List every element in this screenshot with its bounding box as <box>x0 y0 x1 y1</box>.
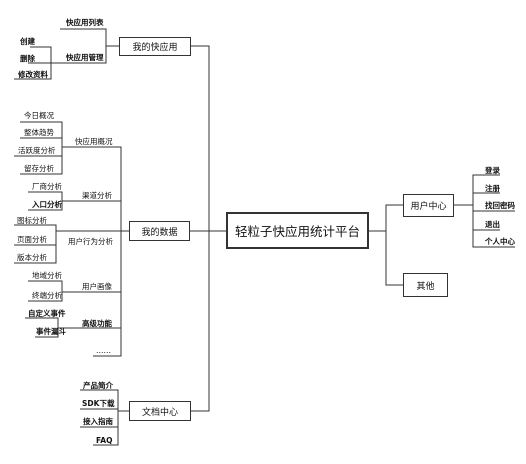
node-overall-trend: 整体趋势 <box>24 128 54 137</box>
node-app-list: 快应用列表 <box>66 18 104 27</box>
node-region-analysis: 地域分析 <box>32 271 62 280</box>
node-advanced-features: 高级功能 <box>82 319 112 328</box>
node-edit-profile: 修改资料 <box>18 70 48 79</box>
node-integration-guide: 接入指南 <box>83 417 113 426</box>
node-entry-analysis: 入口分析 <box>32 200 62 209</box>
node-login: 登录 <box>485 166 500 175</box>
node-channel-analysis: 渠道分析 <box>82 191 112 200</box>
node-delete: 删除 <box>20 54 35 63</box>
node-device-analysis: 终端分析 <box>32 291 62 300</box>
node-docs: 文档中心 <box>129 401 191 421</box>
node-personal-center: 个人中心 <box>485 237 515 246</box>
node-register: 注册 <box>485 184 500 193</box>
node-retention-analysis: 留存分析 <box>24 164 54 173</box>
node-app-overview: 快应用概况 <box>75 137 113 146</box>
node-my-data: 我的数据 <box>129 221 190 241</box>
node-user-portrait: 用户画像 <box>82 282 112 291</box>
node-activity-analysis: 活跃度分析 <box>18 146 56 155</box>
node-page-analysis: 页面分析 <box>17 235 47 244</box>
node-user-center: 用户中心 <box>403 194 454 217</box>
node-icon-analysis: 图标分析 <box>17 216 47 225</box>
node-event-funnel: 事件漏斗 <box>36 327 66 336</box>
node-more-ellipsis: …… <box>96 346 111 355</box>
node-version-analysis: 版本分析 <box>17 253 47 262</box>
node-create: 创建 <box>20 37 35 46</box>
node-faq: FAQ <box>96 436 113 445</box>
node-logout: 退出 <box>485 220 500 229</box>
node-user-behavior: 用户行为分析 <box>68 237 113 246</box>
node-vendor-analysis: 厂商分析 <box>32 182 62 191</box>
root-node: 轻粒子快应用统计平台 <box>226 212 369 249</box>
node-app-manage: 快应用管理 <box>66 53 104 62</box>
node-custom-event: 自定义事件 <box>28 309 66 318</box>
node-recover-password: 找回密码 <box>485 201 515 210</box>
node-product-intro: 产品简介 <box>83 381 113 390</box>
node-today-overview: 今日概况 <box>24 111 54 120</box>
node-my-app: 我的快应用 <box>119 37 191 56</box>
node-sdk-download: SDK下载 <box>82 399 115 408</box>
node-other: 其他 <box>403 273 448 297</box>
